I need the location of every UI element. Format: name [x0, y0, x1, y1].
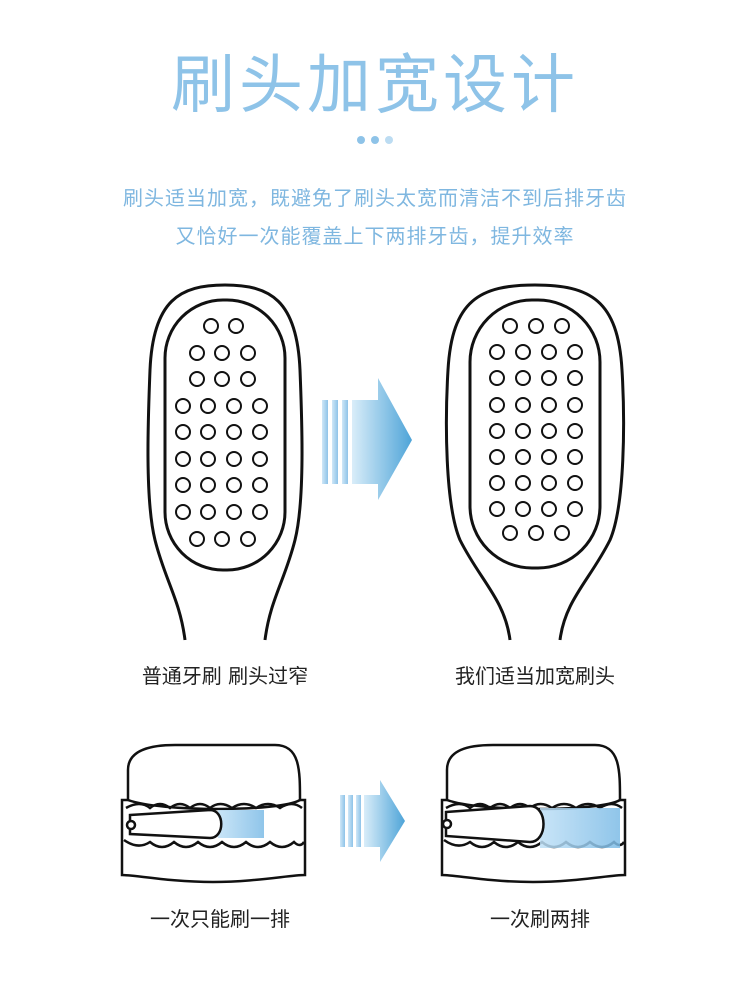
- bristle-tuft: [567, 370, 583, 386]
- narrow-brush-head-icon: [146, 283, 304, 641]
- narrow-bristle-grid: [175, 318, 268, 547]
- bristle-tuft: [489, 449, 505, 465]
- description-line-1: 刷头适当加宽，既避免了刷头太宽而清洁不到后排牙齿: [123, 186, 627, 210]
- bristle-tuft: [175, 504, 191, 520]
- teeth-two-rows-icon: [440, 743, 627, 884]
- bristle-tuft: [489, 370, 505, 386]
- bristle-tuft: [200, 424, 216, 440]
- decorative-dots: [0, 136, 750, 144]
- bristle-tuft: [541, 370, 557, 386]
- bristle-tuft: [175, 424, 191, 440]
- description-line-2: 又恰好一次能覆盖上下两排牙齿，提升效率: [175, 224, 575, 248]
- bristle-tuft: [200, 451, 216, 467]
- bristle-tuft: [515, 397, 531, 413]
- bristle-tuft: [554, 318, 570, 334]
- bristle-tuft: [252, 451, 268, 467]
- bristle-tuft: [226, 477, 242, 493]
- caption-one-row: 一次只能刷一排: [150, 907, 290, 931]
- bristle-tuft: [528, 525, 544, 541]
- bristle-tuft: [252, 424, 268, 440]
- bristle-tuft: [175, 477, 191, 493]
- bristle-tuft: [567, 501, 583, 517]
- bristle-tuft: [515, 423, 531, 439]
- bristle-tuft: [541, 423, 557, 439]
- bristle-tuft: [567, 449, 583, 465]
- bristle-tuft: [200, 398, 216, 414]
- bristle-tuft: [567, 344, 583, 360]
- bristle-tuft: [567, 397, 583, 413]
- dot-icon: [357, 136, 365, 144]
- caption-narrow-brush: 普通牙刷 刷头过窄: [141, 664, 309, 688]
- bristle-tuft: [252, 477, 268, 493]
- bristle-tuft: [189, 531, 205, 547]
- caption-two-rows: 一次刷两排: [490, 907, 590, 931]
- bristle-tuft: [226, 504, 242, 520]
- arrow-right-icon: [322, 378, 412, 500]
- bristle-tuft: [240, 345, 256, 361]
- dot-icon: [371, 136, 379, 144]
- caption-wide-brush: 我们适当加宽刷头: [455, 664, 615, 688]
- bristle-tuft: [489, 501, 505, 517]
- wide-bristle-grid: [489, 318, 583, 541]
- bristle-tuft: [200, 477, 216, 493]
- bristle-tuft: [541, 397, 557, 413]
- bristle-tuft: [541, 344, 557, 360]
- wide-brush-head-icon: [444, 283, 626, 641]
- bristle-tuft: [203, 318, 219, 334]
- bristle-tuft: [252, 398, 268, 414]
- bristle-tuft: [489, 475, 505, 491]
- bristle-tuft: [541, 501, 557, 517]
- bristle-tuft: [502, 525, 518, 541]
- teeth-one-row-icon: [120, 743, 307, 884]
- page-title: 刷头加宽设计: [171, 49, 579, 123]
- bristle-tuft: [515, 501, 531, 517]
- bristle-tuft: [228, 318, 244, 334]
- bristle-tuft: [214, 345, 230, 361]
- dot-icon: [385, 136, 393, 144]
- bristle-tuft: [502, 318, 518, 334]
- bristle-tuft: [541, 475, 557, 491]
- bristle-tuft: [200, 504, 216, 520]
- bristle-tuft: [240, 531, 256, 547]
- bristle-tuft: [554, 525, 570, 541]
- bristle-tuft: [175, 398, 191, 414]
- bristle-tuft: [515, 475, 531, 491]
- bristle-tuft: [489, 397, 505, 413]
- bristle-tuft: [515, 449, 531, 465]
- bristle-tuft: [226, 398, 242, 414]
- bristle-tuft: [541, 449, 557, 465]
- bristle-tuft: [175, 451, 191, 467]
- bristle-tuft: [240, 371, 256, 387]
- bristle-tuft: [489, 344, 505, 360]
- bristle-tuft: [489, 423, 505, 439]
- bristle-tuft: [515, 344, 531, 360]
- bristle-tuft: [528, 318, 544, 334]
- bristle-tuft: [252, 504, 268, 520]
- arrow-right-icon: [340, 780, 405, 862]
- bristle-tuft: [567, 475, 583, 491]
- bristle-tuft: [214, 371, 230, 387]
- bristle-tuft: [226, 424, 242, 440]
- bristle-tuft: [226, 451, 242, 467]
- bristle-tuft: [189, 345, 205, 361]
- bristle-tuft: [567, 423, 583, 439]
- bristle-tuft: [189, 371, 205, 387]
- bristle-tuft: [515, 370, 531, 386]
- bristle-tuft: [214, 531, 230, 547]
